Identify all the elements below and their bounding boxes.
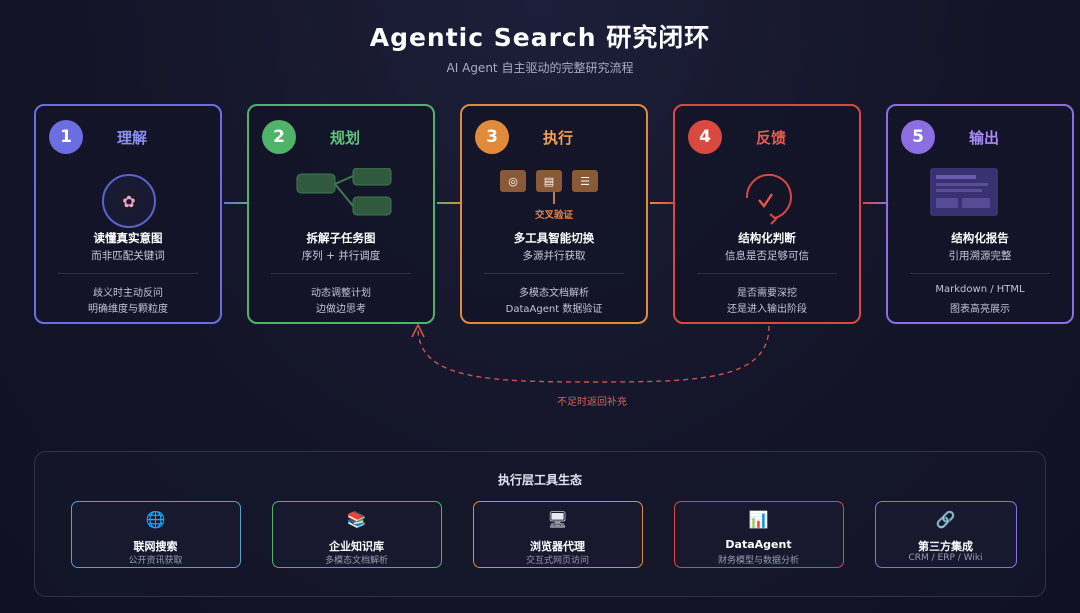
tool-name: 第三方集成 — [918, 540, 973, 553]
cross-check-line — [553, 192, 555, 204]
step-card-execute: 3 执行 ◎ ▤ ☰ 交叉验证 多工具智能切换 多源并行获取 多模态文档解析 D… — [460, 104, 648, 324]
monitor-icon: 🖥 — [547, 510, 568, 529]
tool-card-knowledge-base: 📚 企业知识库 多模态文档解析 — [272, 501, 442, 568]
brain-icon: ✿ — [102, 174, 156, 228]
step-label: 反馈 — [755, 129, 786, 147]
tool-card-third-party: 🔗 第三方集成 CRM / ERP / Wiki — [875, 501, 1017, 568]
step-number-badge: 2 — [262, 120, 296, 154]
step-headline: 拆解子任务图 — [306, 231, 376, 245]
step-number-badge: 1 — [49, 120, 83, 154]
tool-card-data-agent: 📊 DataAgent 财务模型与数据分析 — [674, 501, 844, 568]
step-note: DataAgent 数据验证 — [505, 304, 603, 315]
ecosystem-title: 执行层工具生态 — [497, 473, 582, 487]
connector-1-2 — [224, 202, 250, 204]
step-headline: 读懂真实意图 — [93, 231, 163, 245]
step-divider — [271, 273, 411, 274]
bar-chart-icon: ▤ — [536, 170, 562, 192]
step-label: 规划 — [329, 129, 360, 147]
books-icon: 📚 — [346, 510, 367, 529]
tool-name: 企业知识库 — [329, 540, 384, 553]
globe-icon: 🌐 — [145, 510, 166, 529]
step-note: 还是进入输出阶段 — [727, 304, 807, 315]
diagram-title: Agentic Search 研究闭环 — [369, 23, 711, 52]
step-divider — [910, 273, 1050, 274]
step-headline: 结构化报告 — [951, 231, 1009, 245]
step-note: 多模态文档解析 — [519, 288, 589, 299]
step-divider — [697, 273, 837, 274]
step-label: 输出 — [968, 129, 999, 147]
step-card-plan: 2 规划 拆解子任务图 序列 + 并行调度 动态调整计划 边做边思考 — [247, 104, 435, 324]
books-icon: ☰ — [572, 170, 598, 192]
step-label: 执行 — [542, 129, 573, 147]
globe-icon: ◎ — [500, 170, 526, 192]
cross-check-label: 交叉验证 — [534, 210, 573, 221]
step-subline: 多源并行获取 — [522, 250, 586, 262]
step-card-output: 5 输出 结构化报告 引用溯源完整 Markdown / HTML 图表高亮展示 — [886, 104, 1074, 324]
bar-chart-icon: 📊 — [748, 510, 769, 529]
step-note: 明确维度与颗粒度 — [88, 304, 168, 315]
step-note: 歧义时主动反问 — [93, 288, 163, 299]
step-subline: 而非匹配关键词 — [91, 250, 165, 262]
connector-2-3 — [437, 202, 463, 204]
tool-description: 多模态文档解析 — [324, 556, 388, 566]
step-number-badge: 4 — [688, 120, 722, 154]
tool-description: 交互式网页访问 — [525, 556, 589, 566]
step-visual: ◎ ▤ ☰ 交叉验证 — [462, 168, 646, 232]
step-card-understand: 1 理解 ✿ 读懂真实意图 而非匹配关键词 歧义时主动反问 明确维度与颗粒度 — [34, 104, 222, 324]
step-visual: ✿ — [36, 168, 220, 232]
step-label: 理解 — [116, 129, 147, 147]
task-graph-icon — [296, 167, 392, 216]
step-note: 图表高亮展示 — [950, 304, 1010, 315]
step-subline: 序列 + 并行调度 — [301, 250, 381, 262]
step-divider — [58, 273, 198, 274]
step-subline: 信息是否足够可信 — [725, 250, 809, 262]
tool-description: 财务模型与数据分析 — [717, 556, 799, 566]
tool-card-web-search: 🌐 联网搜索 公开资讯获取 — [71, 501, 241, 568]
step-visual — [888, 168, 1072, 232]
step-divider — [484, 273, 624, 274]
tool-description: 公开资讯获取 — [128, 556, 183, 566]
tool-ecosystem-panel: 执行层工具生态 🌐 联网搜索 公开资讯获取 📚 企业知识库 多模态文档解析 🖥 … — [34, 451, 1046, 597]
tool-name: DataAgent — [725, 538, 792, 551]
step-note: 动态调整计划 — [311, 288, 371, 299]
step-visual — [675, 168, 859, 232]
refresh-check-icon — [745, 173, 792, 225]
tool-card-browser-agent: 🖥 浏览器代理 交互式网页访问 — [473, 501, 643, 568]
tool-name: 浏览器代理 — [530, 540, 585, 553]
step-visual — [249, 167, 433, 232]
step-number-badge: 5 — [901, 120, 935, 154]
report-icon — [930, 168, 998, 216]
tool-name: 联网搜索 — [133, 540, 178, 553]
link-icon: 🔗 — [935, 510, 956, 529]
connector-3-4 — [650, 202, 676, 204]
diagram-subtitle: AI Agent 自主驱动的完整研究流程 — [446, 61, 634, 75]
step-headline: 多工具智能切换 — [513, 231, 595, 245]
feedback-loop-label: 不足时返回补充 — [557, 397, 627, 408]
step-headline: 结构化判断 — [738, 231, 796, 245]
step-note: 边做边思考 — [316, 304, 366, 315]
step-note: Markdown / HTML — [935, 284, 1025, 295]
step-card-feedback: 4 反馈 结构化判断 信息是否足够可信 是否需要深挖 还是进入输出阶段 — [673, 104, 861, 324]
tool-description: CRM / ERP / Wiki — [908, 553, 983, 563]
connector-4-5 — [863, 202, 889, 204]
step-subline: 引用溯源完整 — [948, 250, 1012, 262]
step-number-badge: 3 — [475, 120, 509, 154]
step-note: 是否需要深挖 — [737, 288, 797, 299]
